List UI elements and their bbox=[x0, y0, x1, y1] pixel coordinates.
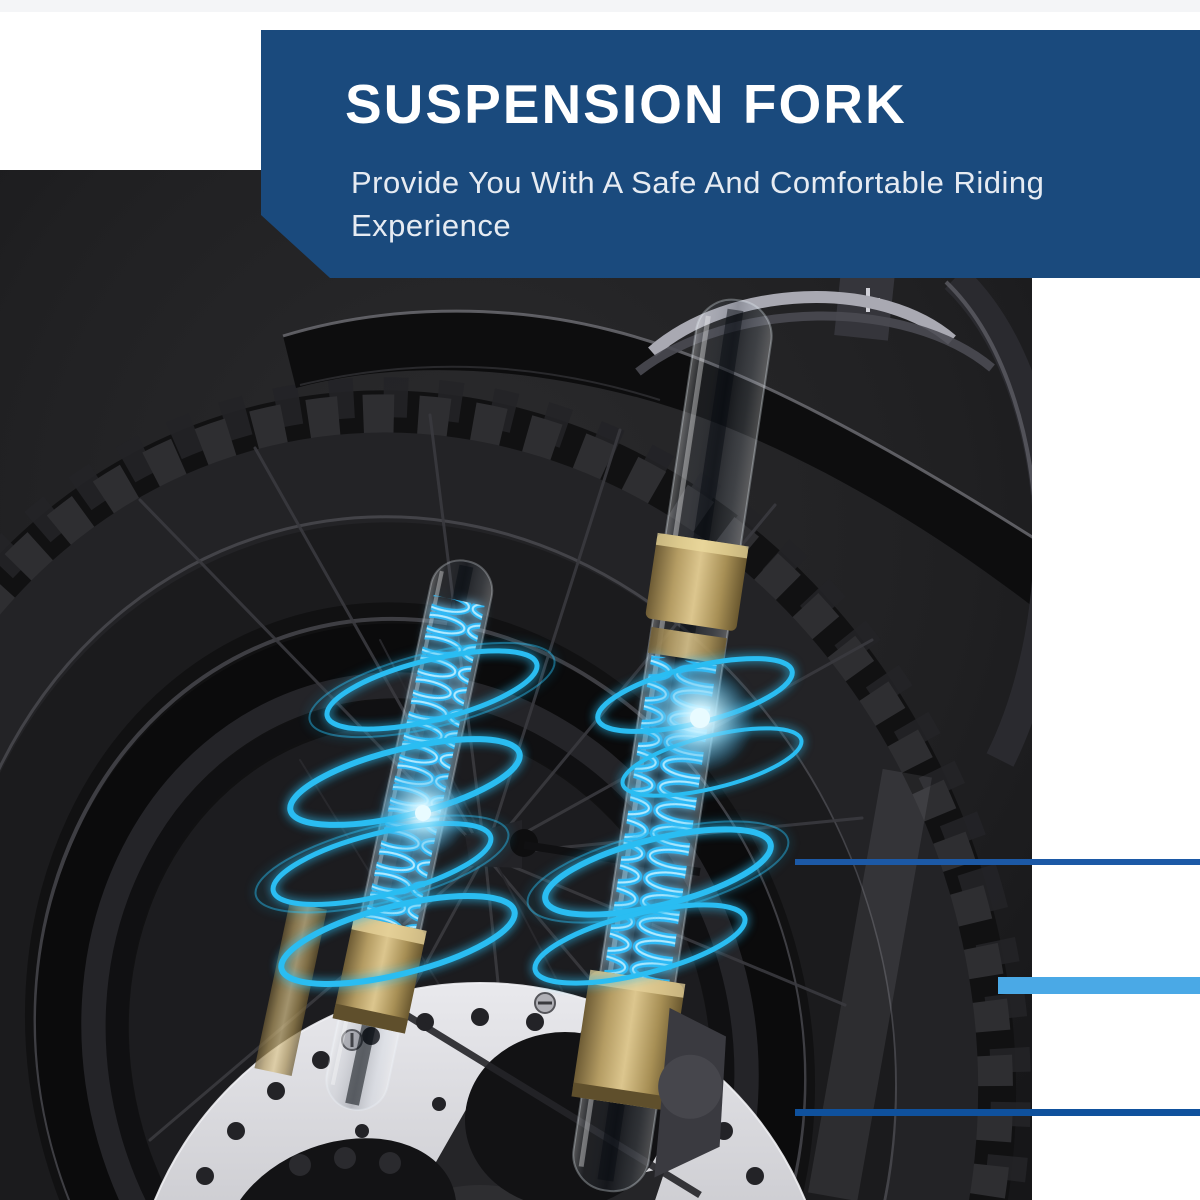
feature-banner: SUSPENSION FORK Provide You With A Safe … bbox=[261, 30, 1200, 278]
hub-flange bbox=[223, 1138, 457, 1200]
right-gold-collar bbox=[645, 532, 749, 665]
callout-line-middle bbox=[998, 977, 1200, 994]
banner-title: SUSPENSION FORK bbox=[345, 73, 907, 135]
banner-subtitle: Provide You With A Safe And Comfortable … bbox=[351, 165, 1045, 243]
top-strip bbox=[0, 0, 1200, 12]
fork-crown bbox=[635, 267, 1032, 767]
callout-line-bottom bbox=[795, 1109, 1200, 1116]
right-gold-slider bbox=[571, 969, 686, 1111]
callout-line-top bbox=[795, 859, 1200, 865]
glow-rings bbox=[254, 641, 804, 987]
left-gold-slider bbox=[332, 915, 427, 1034]
fender bbox=[282, 309, 1032, 606]
dropout bbox=[654, 1007, 726, 1178]
tire-highlight bbox=[808, 768, 932, 1200]
